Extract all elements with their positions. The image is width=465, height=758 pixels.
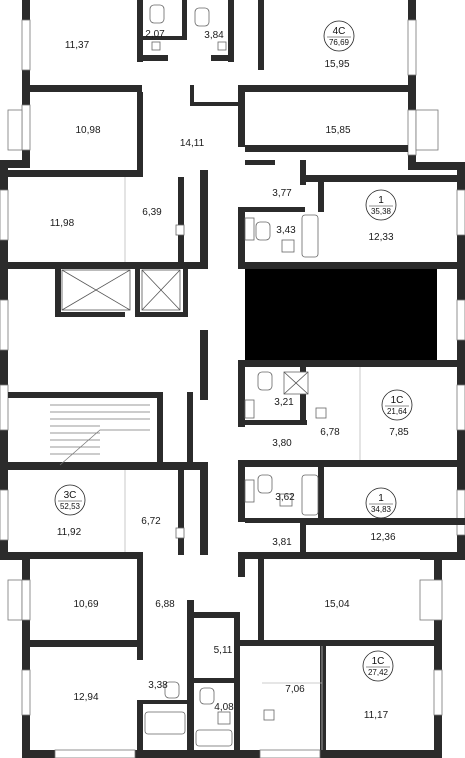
room-area-label: 12,94: [73, 692, 98, 703]
apartment-area: 34,83: [371, 505, 392, 514]
room-area-label: 7,06: [285, 684, 305, 695]
apartment-badge[interactable]: 1 34,83: [365, 487, 397, 519]
apartment-area: 27,42: [368, 668, 389, 677]
room-area-label: 10,69: [73, 599, 98, 610]
room-area-label: 3,21: [274, 397, 294, 408]
room-area-label: 12,36: [370, 532, 395, 543]
room-area-label: 5,11: [214, 645, 233, 656]
room-area-label: 3,81: [272, 537, 292, 548]
windows: [0, 19, 465, 758]
apartment-badge[interactable]: 3С 52,53: [54, 484, 86, 516]
room-area-label: 2,07: [145, 29, 165, 40]
apartment-type: 1С: [391, 395, 404, 406]
room-area-label: 11,37: [65, 40, 90, 51]
room-area-label: 12,33: [368, 232, 393, 243]
room-area-label: 15,85: [325, 125, 350, 136]
room-area-label: 11,17: [364, 710, 389, 721]
apartment-area: 35,38: [371, 207, 392, 216]
fixtures: [144, 4, 327, 747]
apartment-badge[interactable]: 1С 21,64: [381, 389, 413, 421]
room-area-label: 3,77: [272, 188, 292, 199]
room-area-label: 6,72: [141, 516, 161, 527]
room-area-label: 14,11: [180, 138, 205, 149]
apartment-badge[interactable]: 1С 27,42: [362, 650, 394, 682]
apartment-badge[interactable]: 1 35,38: [365, 189, 397, 221]
room-area-label: 3,80: [272, 438, 292, 449]
apartment-type: 1С: [372, 656, 385, 667]
apartment-area: 21,64: [387, 407, 408, 416]
room-labels: 11,37 2,07 3,84 15,95 10,98 14,11 15,85 …: [50, 29, 409, 721]
room-area-label: 3,84: [204, 30, 224, 41]
apartment-type: 1: [378, 195, 384, 206]
room-area-label: 11,92: [57, 527, 82, 538]
room-area-label: 4,08: [214, 702, 234, 713]
room-area-label: 6,88: [155, 599, 175, 610]
apartment-type: 4С: [333, 26, 346, 37]
service-block: [245, 269, 437, 360]
room-area-label: 3,62: [275, 492, 295, 503]
apartment-badges: 4С 76,69 1 35,38 1С 21,64 3С 52,53 1 34,…: [54, 20, 413, 682]
apartment-type: 1: [378, 493, 384, 504]
stairs: [50, 404, 150, 466]
elevators: [61, 269, 181, 311]
apartment-badge[interactable]: 4С 76,69: [323, 20, 355, 52]
room-area-label: 6,39: [142, 207, 162, 218]
room-area-label: 15,95: [324, 59, 349, 70]
apartment-type: 3С: [64, 490, 77, 501]
room-area-label: 15,04: [324, 599, 349, 610]
apartment-area: 76,69: [329, 38, 350, 47]
room-area-label: 3,38: [148, 680, 168, 691]
room-area-label: 7,85: [389, 427, 409, 438]
room-area-label: 10,98: [75, 125, 100, 136]
room-area-label: 11,98: [50, 218, 75, 229]
apartment-area: 52,53: [60, 502, 81, 511]
room-area-label: 3,43: [276, 225, 296, 236]
thin-partitions: [124, 177, 361, 750]
interior-walls: [8, 0, 465, 750]
room-area-label: 6,78: [320, 427, 340, 438]
